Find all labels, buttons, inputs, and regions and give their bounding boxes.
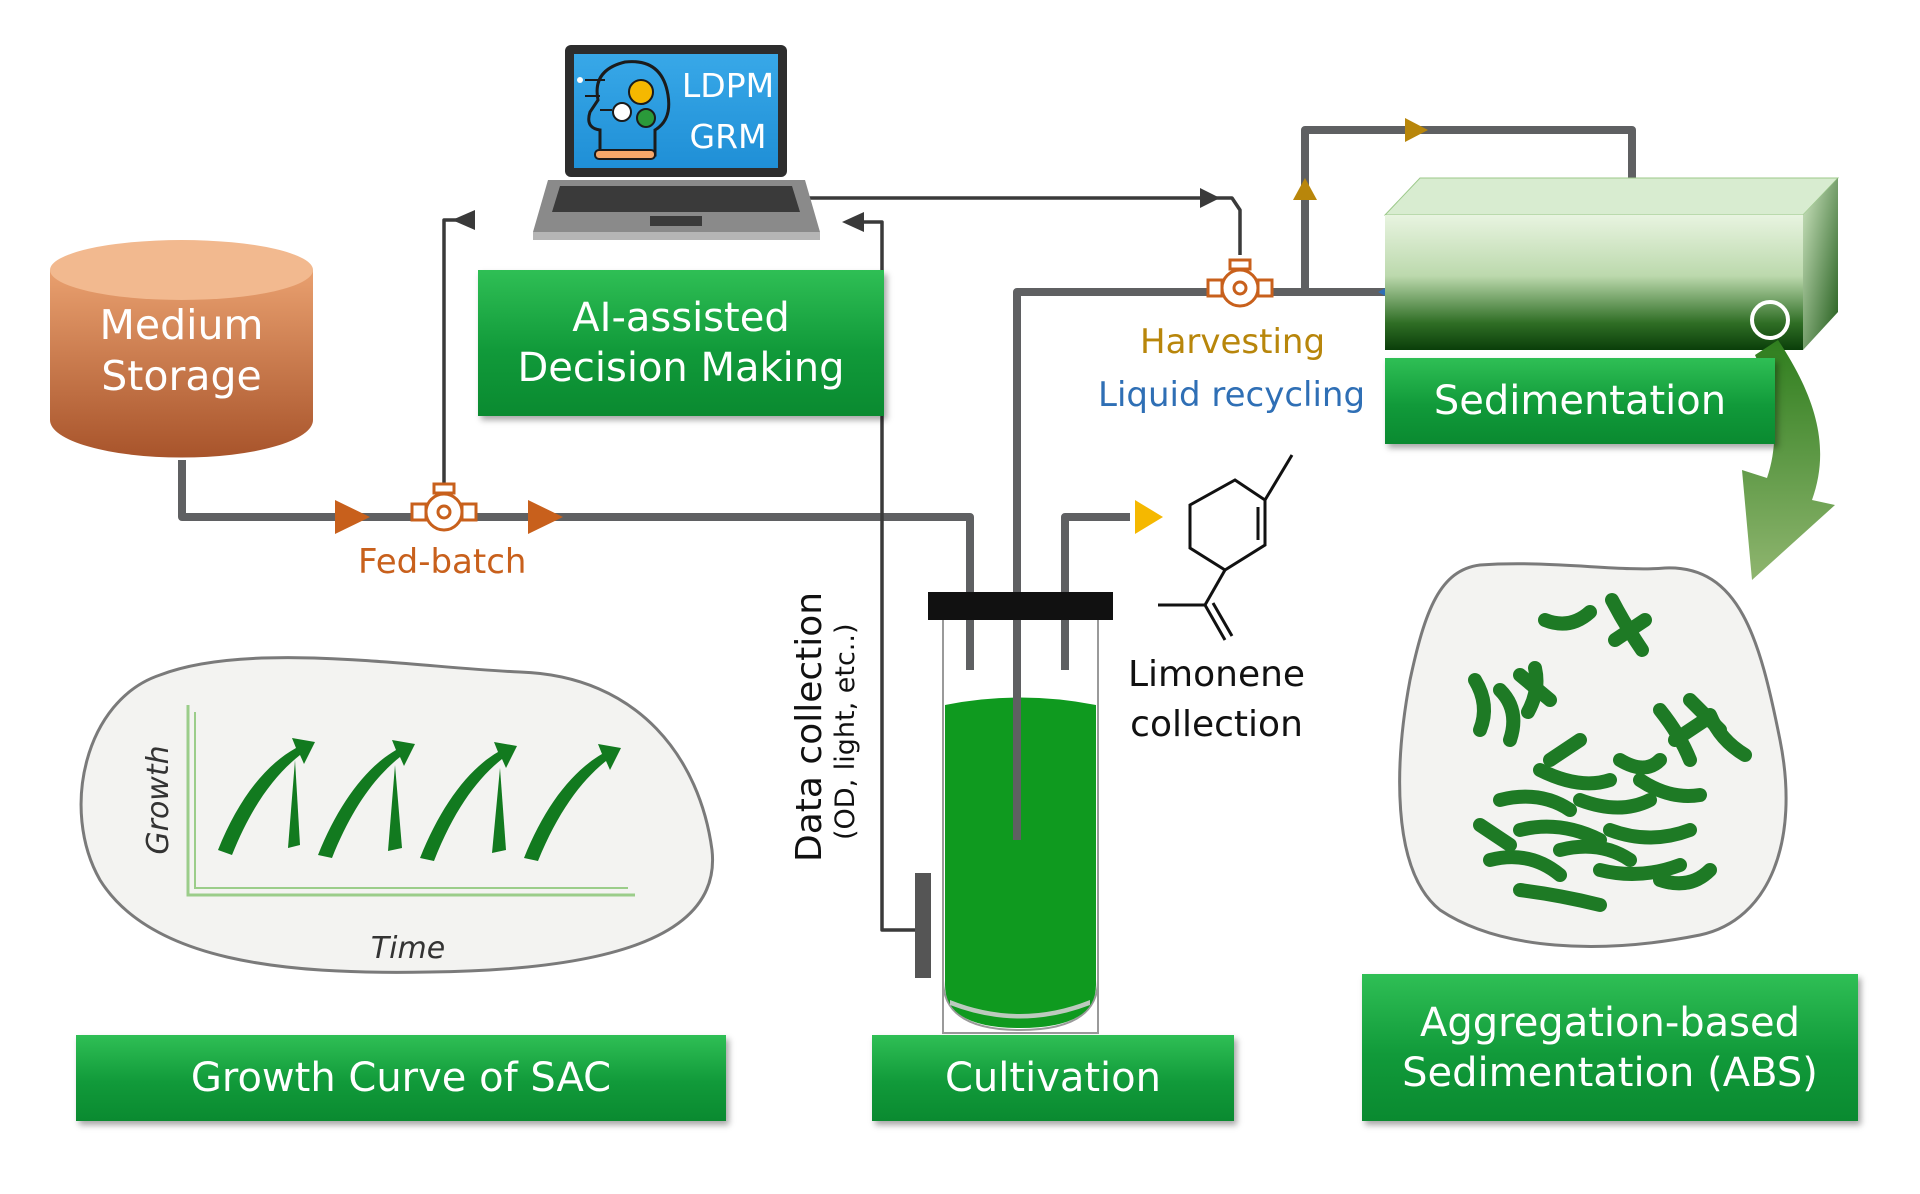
fed-batch-label: Fed-batch [358, 542, 527, 582]
ai-decision-box: AI-assisted Decision Making [478, 270, 884, 416]
sedimentation-tank [1383, 177, 1840, 350]
recycle-loop-pipe [1301, 126, 1636, 292]
storage-label: Medium Storage [50, 300, 313, 403]
culture-liquid [945, 697, 1096, 1028]
tank-to-abs-arrow [1742, 340, 1835, 580]
data-collection-line2: (OD, light, etc..) [829, 623, 861, 841]
abs-blob [1398, 562, 1788, 948]
growth-axes [186, 705, 635, 897]
limonene-line1: Limonene [1128, 654, 1306, 695]
fed-batch-pump-icon [410, 482, 478, 532]
medium-storage-tank [50, 240, 313, 458]
growth-curve-box: Growth Curve of SAC [76, 1035, 726, 1121]
data-collection-line1: Data collection [789, 591, 830, 862]
arrow-data-to-laptop [842, 212, 864, 232]
pump-to-laptop-line [442, 218, 470, 490]
fed-batch-arrow-2 [528, 500, 563, 534]
abs-title-line1: Aggregation-based [1419, 999, 1801, 1046]
data-collection-line [848, 220, 915, 932]
data-collection-label: Data collection (OD, light, etc..) [789, 562, 870, 862]
harvest-arrow-up [1293, 178, 1317, 200]
sensor-probe [915, 873, 931, 978]
limonene-label: Limonene collection [1128, 650, 1305, 751]
growth-axis-ylabel: Growth [141, 745, 176, 854]
limonene-structure-icon [1158, 454, 1294, 641]
harvesting-label: Harvesting [1140, 322, 1326, 362]
cultivation-box: Cultivation [872, 1035, 1234, 1121]
abs-box: Aggregation-based Sedimentation (ABS) [1362, 974, 1858, 1121]
sedimentation-label-box: Sedimentation [1385, 358, 1775, 444]
ai-box-line1: AI-assisted [572, 295, 790, 341]
harvest-arrow-right [1405, 118, 1428, 142]
aggregated-cells-icon [1468, 593, 1752, 912]
arrow-to-harvest-pump [1200, 188, 1220, 208]
laptop-to-harvest-line [800, 196, 1242, 255]
fed-batch-arrow-1 [335, 500, 370, 534]
laptop-icon [533, 45, 820, 240]
growth-cycle-arrows [218, 738, 621, 861]
limonene-arrow [1135, 500, 1163, 534]
growth-curve-title: Growth Curve of SAC [190, 1055, 612, 1101]
growth-axis-xlabel: Time [371, 931, 445, 966]
reactor-cap [928, 592, 1113, 620]
reactor-inner-pipes [966, 620, 1069, 840]
liquid-recycling-label: Liquid recycling [1098, 375, 1366, 415]
harvesting-pump-icon [1206, 258, 1274, 308]
cultivation-title: Cultivation [945, 1055, 1161, 1101]
sedimentation-label: Sedimentation [1433, 378, 1727, 424]
storage-label-line2: Storage [101, 352, 262, 401]
ai-box-line2: Decision Making [517, 345, 845, 391]
model-label-grm: GRM [690, 117, 767, 156]
model-label-ldpm: LDPM [682, 66, 774, 105]
arrow-to-laptop [452, 210, 475, 230]
storage-label-line1: Medium [99, 301, 264, 349]
limonene-line2: collection [1130, 704, 1303, 746]
abs-title-line2: Sedimentation (ABS) [1402, 1049, 1818, 1096]
